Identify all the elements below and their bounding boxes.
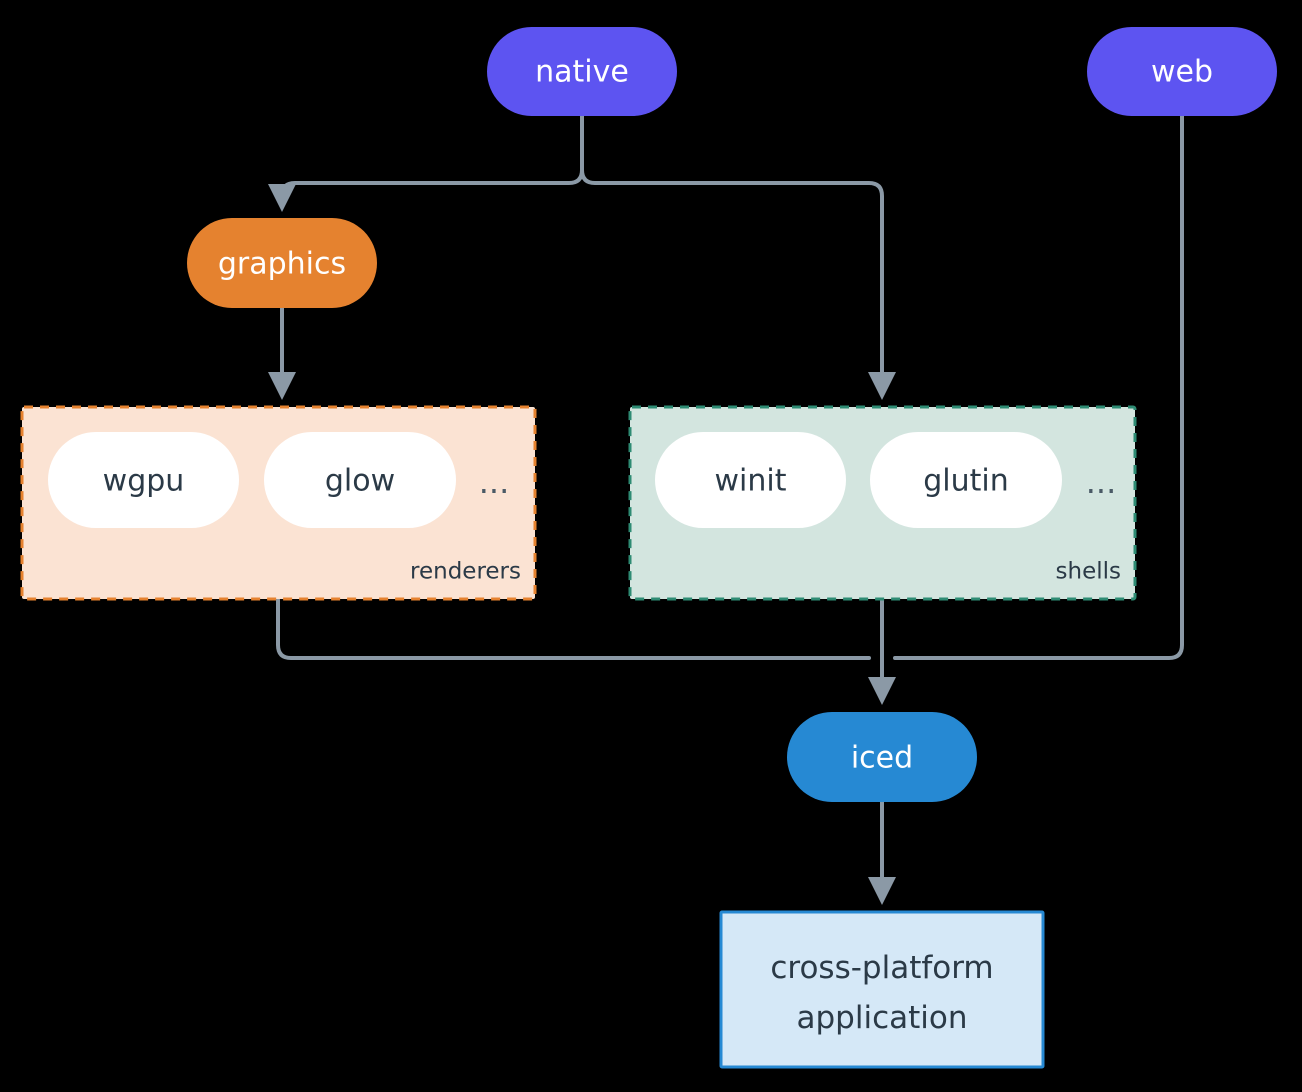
edge-layer — [268, 113, 1184, 905]
node-native-shape[interactable] — [487, 27, 677, 116]
shells-group-label: shells — [1056, 559, 1121, 585]
renderers-ellipsis: ... — [479, 463, 510, 501]
pill-winit[interactable] — [655, 432, 846, 528]
node-application-label-line1: cross-platform — [770, 950, 993, 986]
node-graphics[interactable]: graphics — [187, 218, 377, 308]
node-web-shape[interactable] — [1087, 27, 1277, 116]
node-iced[interactable]: iced — [787, 712, 977, 802]
node-web[interactable]: web — [1087, 27, 1277, 116]
edge-native-to-graphics — [268, 168, 584, 212]
node-web-label: web — [1151, 55, 1213, 90]
node-application[interactable]: cross-platform application — [719, 910, 1045, 1069]
pill-glow[interactable] — [264, 432, 456, 528]
renderers-group-label: renderers — [410, 559, 521, 585]
pill-winit-label: winit — [715, 464, 787, 499]
node-graphics-shape[interactable] — [187, 218, 377, 308]
node-native-label: native — [535, 55, 629, 90]
node-iced-label: iced — [851, 741, 913, 776]
group-renderers: wgpu glow ... renderers — [20, 405, 537, 601]
group-shells: winit glutin ... shells — [628, 405, 1137, 601]
edge-web-to-iced — [893, 114, 1184, 660]
edge-native-to-shells — [580, 168, 896, 400]
node-native[interactable]: native — [487, 27, 677, 116]
node-graphics-label: graphics — [218, 247, 346, 282]
node-application-label-line2: application — [797, 1000, 968, 1036]
node-application-shape[interactable] — [719, 910, 1045, 1069]
pill-glutin[interactable] — [870, 432, 1062, 528]
node-iced-shape[interactable] — [787, 712, 977, 802]
edge-renderers-to-iced — [276, 598, 871, 660]
pill-wgpu-label: wgpu — [103, 464, 185, 499]
pill-glutin-label: glutin — [923, 464, 1009, 499]
pill-wgpu[interactable] — [48, 432, 239, 528]
pill-glow-label: glow — [325, 464, 395, 499]
shells-ellipsis: ... — [1086, 463, 1117, 501]
